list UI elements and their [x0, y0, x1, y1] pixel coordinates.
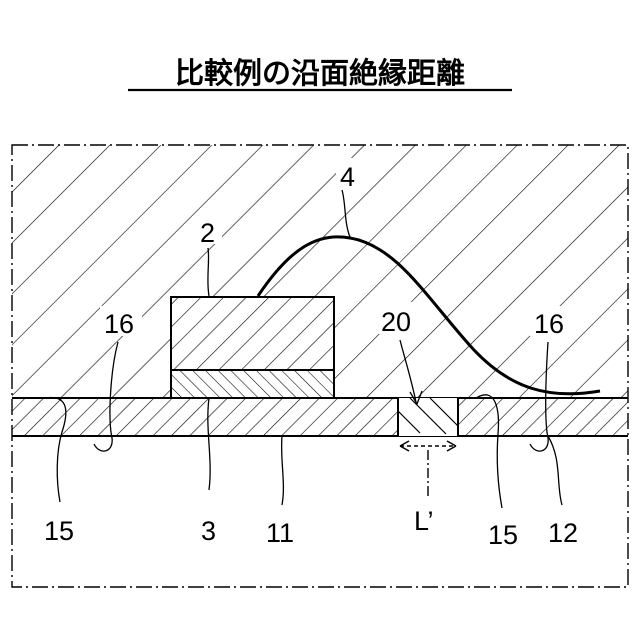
- ref-label-12: 12: [548, 518, 578, 548]
- ref-label-11: 11: [266, 518, 294, 548]
- ref-label-20: 20: [381, 307, 411, 337]
- figure-title: 比較例の沿面絶縁距離: [175, 56, 465, 90]
- leader-12: [548, 436, 562, 505]
- ref-label-3: 3: [201, 516, 216, 546]
- bonding-layer-hatch: [171, 370, 334, 398]
- ref-label-15-left: 15: [44, 516, 74, 546]
- ref-label-2: 2: [200, 218, 215, 248]
- ref-label-16-left: 16: [104, 309, 134, 339]
- ref-label-16-right: 16: [534, 309, 564, 339]
- chip-element-hatch: [171, 297, 334, 370]
- ref-label-15-right: 15: [488, 520, 518, 550]
- ref-label-4: 4: [340, 162, 355, 192]
- ref-label-L: L’: [414, 506, 434, 536]
- substrate-strip: [12, 398, 628, 436]
- leader-11: [282, 436, 284, 505]
